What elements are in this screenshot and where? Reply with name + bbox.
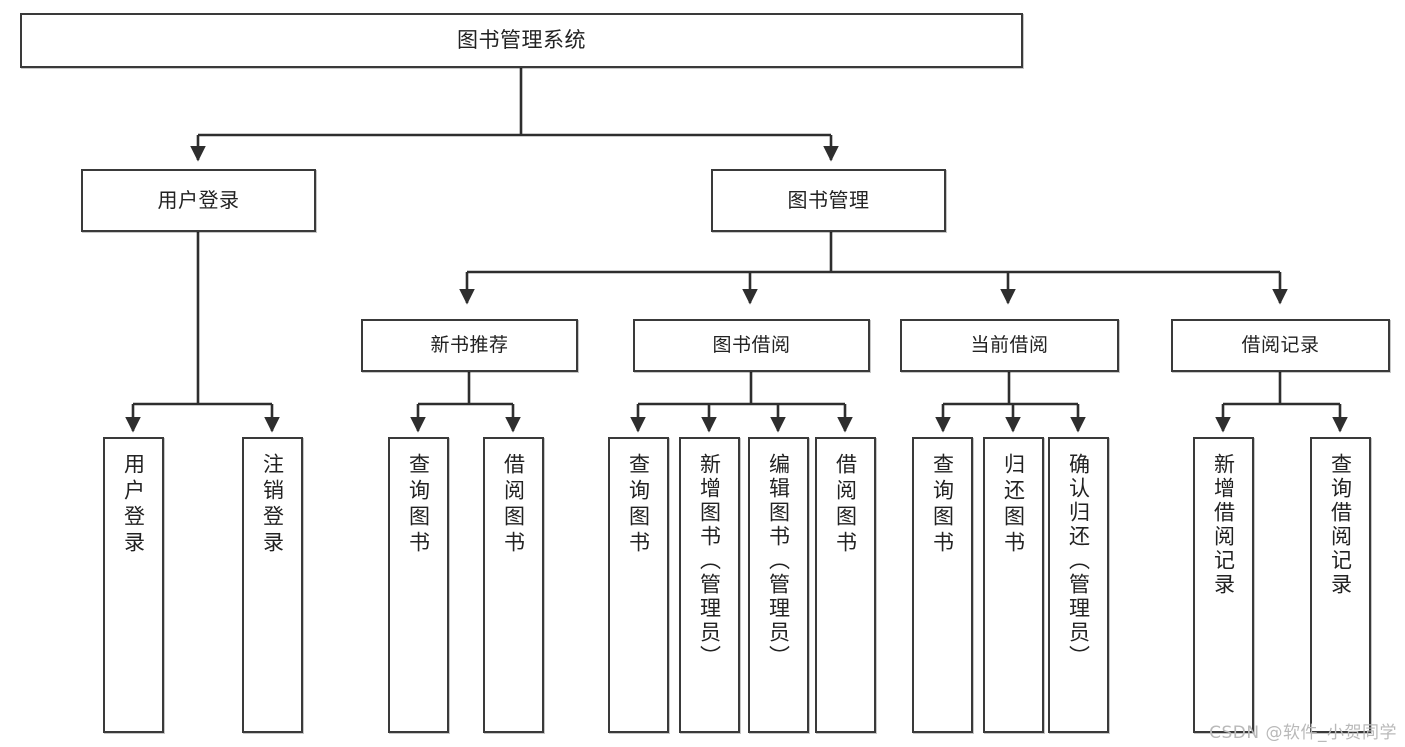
node-current-borrow-label: 当前借阅 (970, 333, 1049, 356)
leaf-query-book-current-label: 查询图书 (930, 453, 955, 557)
node-user-login[interactable]: 用户登录 (81, 169, 316, 232)
leaf-logout-label: 注销登录 (260, 453, 285, 557)
node-borrow-record[interactable]: 借阅记录 (1171, 319, 1390, 372)
node-book-management[interactable]: 图书管理 (711, 169, 946, 232)
leaf-query-book-rec[interactable]: 查询图书 (388, 437, 449, 733)
leaf-logout[interactable]: 注销登录 (242, 437, 303, 733)
leaf-user-login[interactable]: 用户登录 (103, 437, 164, 733)
node-book-borrow-label: 图书借阅 (712, 333, 791, 356)
leaf-query-book-current[interactable]: 查询图书 (912, 437, 973, 733)
node-root[interactable]: 图书管理系统 (20, 13, 1023, 68)
leaf-user-login-label: 用户登录 (121, 453, 146, 557)
node-borrow-record-label: 借阅记录 (1241, 333, 1320, 356)
leaf-add-borrow-record-label: 新增借阅记录 (1211, 453, 1236, 597)
leaf-add-borrow-record[interactable]: 新增借阅记录 (1193, 437, 1254, 733)
leaf-return-book-label: 归还图书 (1001, 453, 1026, 557)
leaf-query-borrow-record-label: 查询借阅记录 (1328, 453, 1353, 597)
leaf-query-book-borrow-label: 查询图书 (626, 453, 651, 557)
leaf-add-book-admin-label: 新增图书（管理员） (697, 453, 722, 669)
node-current-borrow[interactable]: 当前借阅 (900, 319, 1119, 372)
leaf-edit-book-admin-label: 编辑图书（管理员） (766, 453, 791, 669)
leaf-return-book[interactable]: 归还图书 (983, 437, 1044, 733)
leaf-add-book-admin[interactable]: 新增图书（管理员） (679, 437, 740, 733)
node-book-borrow[interactable]: 图书借阅 (633, 319, 870, 372)
node-book-management-label: 图书管理 (787, 188, 870, 212)
leaf-query-book-borrow[interactable]: 查询图书 (608, 437, 669, 733)
node-new-book-recommend-label: 新书推荐 (430, 333, 509, 356)
watermark: CSDN @软件_小贺同学 (1209, 723, 1397, 743)
leaf-query-book-rec-label: 查询图书 (406, 453, 431, 557)
node-user-login-label: 用户登录 (157, 188, 240, 212)
leaf-confirm-return-admin[interactable]: 确认归还（管理员） (1048, 437, 1109, 733)
node-new-book-recommend[interactable]: 新书推荐 (361, 319, 578, 372)
node-root-label: 图书管理系统 (457, 28, 586, 53)
leaf-borrow-book-label: 借阅图书 (833, 453, 858, 557)
leaf-borrow-book[interactable]: 借阅图书 (815, 437, 876, 733)
leaf-borrow-book-rec-label: 借阅图书 (501, 453, 526, 557)
leaf-borrow-book-rec[interactable]: 借阅图书 (483, 437, 544, 733)
leaf-confirm-return-admin-label: 确认归还（管理员） (1066, 453, 1091, 669)
leaf-query-borrow-record[interactable]: 查询借阅记录 (1310, 437, 1371, 733)
leaf-edit-book-admin[interactable]: 编辑图书（管理员） (748, 437, 809, 733)
